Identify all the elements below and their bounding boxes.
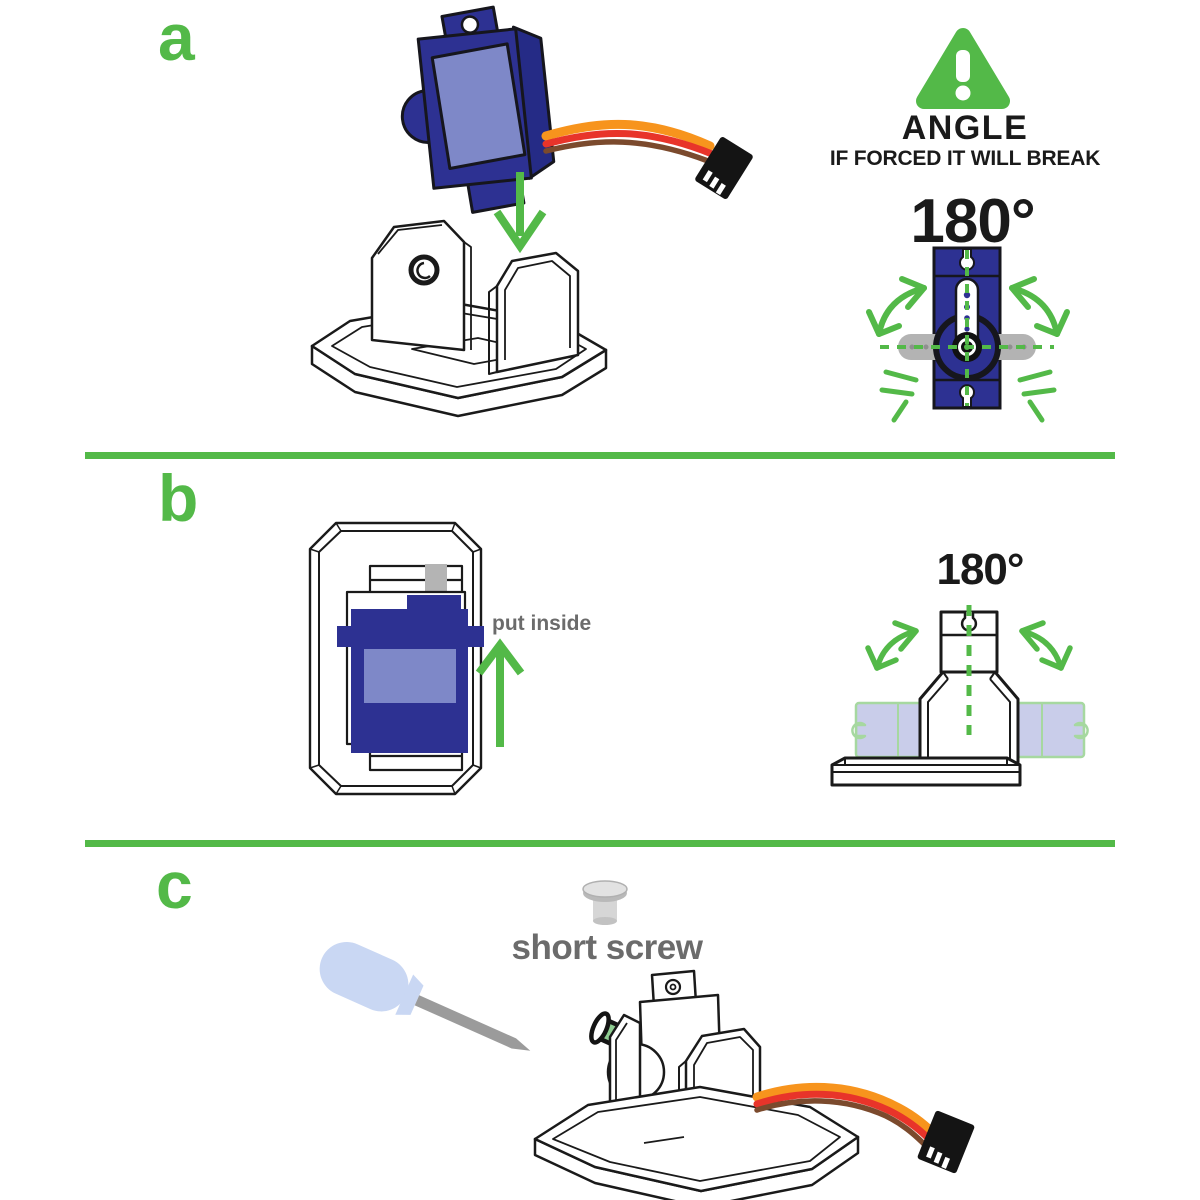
angle-label-b: 180° [936,545,1024,594]
section-b-art [308,521,1089,796]
connector-icon [695,137,753,199]
connector-icon [917,1110,975,1174]
axis-dashed-lines [880,250,1054,406]
section-divider [85,840,1115,847]
screwdriver-icon [319,941,531,1051]
servo-side-icon [337,595,484,753]
servo-3d-icon [400,5,556,214]
step-b-label: b [158,461,199,535]
screw-icon [582,880,628,925]
section-divider [85,452,1115,459]
warning-triangle-icon [916,28,1010,109]
mount-bracket-icon [310,219,608,418]
warning-subtitle: IF FORCED IT WILL BREAK [829,147,1101,170]
warning-title: ANGLE [901,109,1029,147]
rotation-arrows [865,620,1073,671]
servo-rotation-diagram [866,246,1070,423]
horn-white-icon [954,277,980,349]
insert-arrow-up-icon [475,638,525,747]
servo-wire-icon [752,1082,939,1147]
insert-arrow-down-icon [493,172,547,254]
servo-wire-icon [541,119,716,164]
put-inside-note: put inside [492,612,592,635]
section-a-art [310,5,1070,423]
assembled-mount-icon [533,969,860,1200]
rotation-arrows [866,276,1070,337]
break-lines [879,369,1057,423]
step-c-label: c [156,848,193,922]
short-screw-note: short screw [511,928,703,967]
step-a-label: a [158,0,195,74]
section-c-art [319,880,975,1200]
angle-label-a: 180° [910,187,1035,256]
bracket-rotation-diagram [830,610,1022,787]
